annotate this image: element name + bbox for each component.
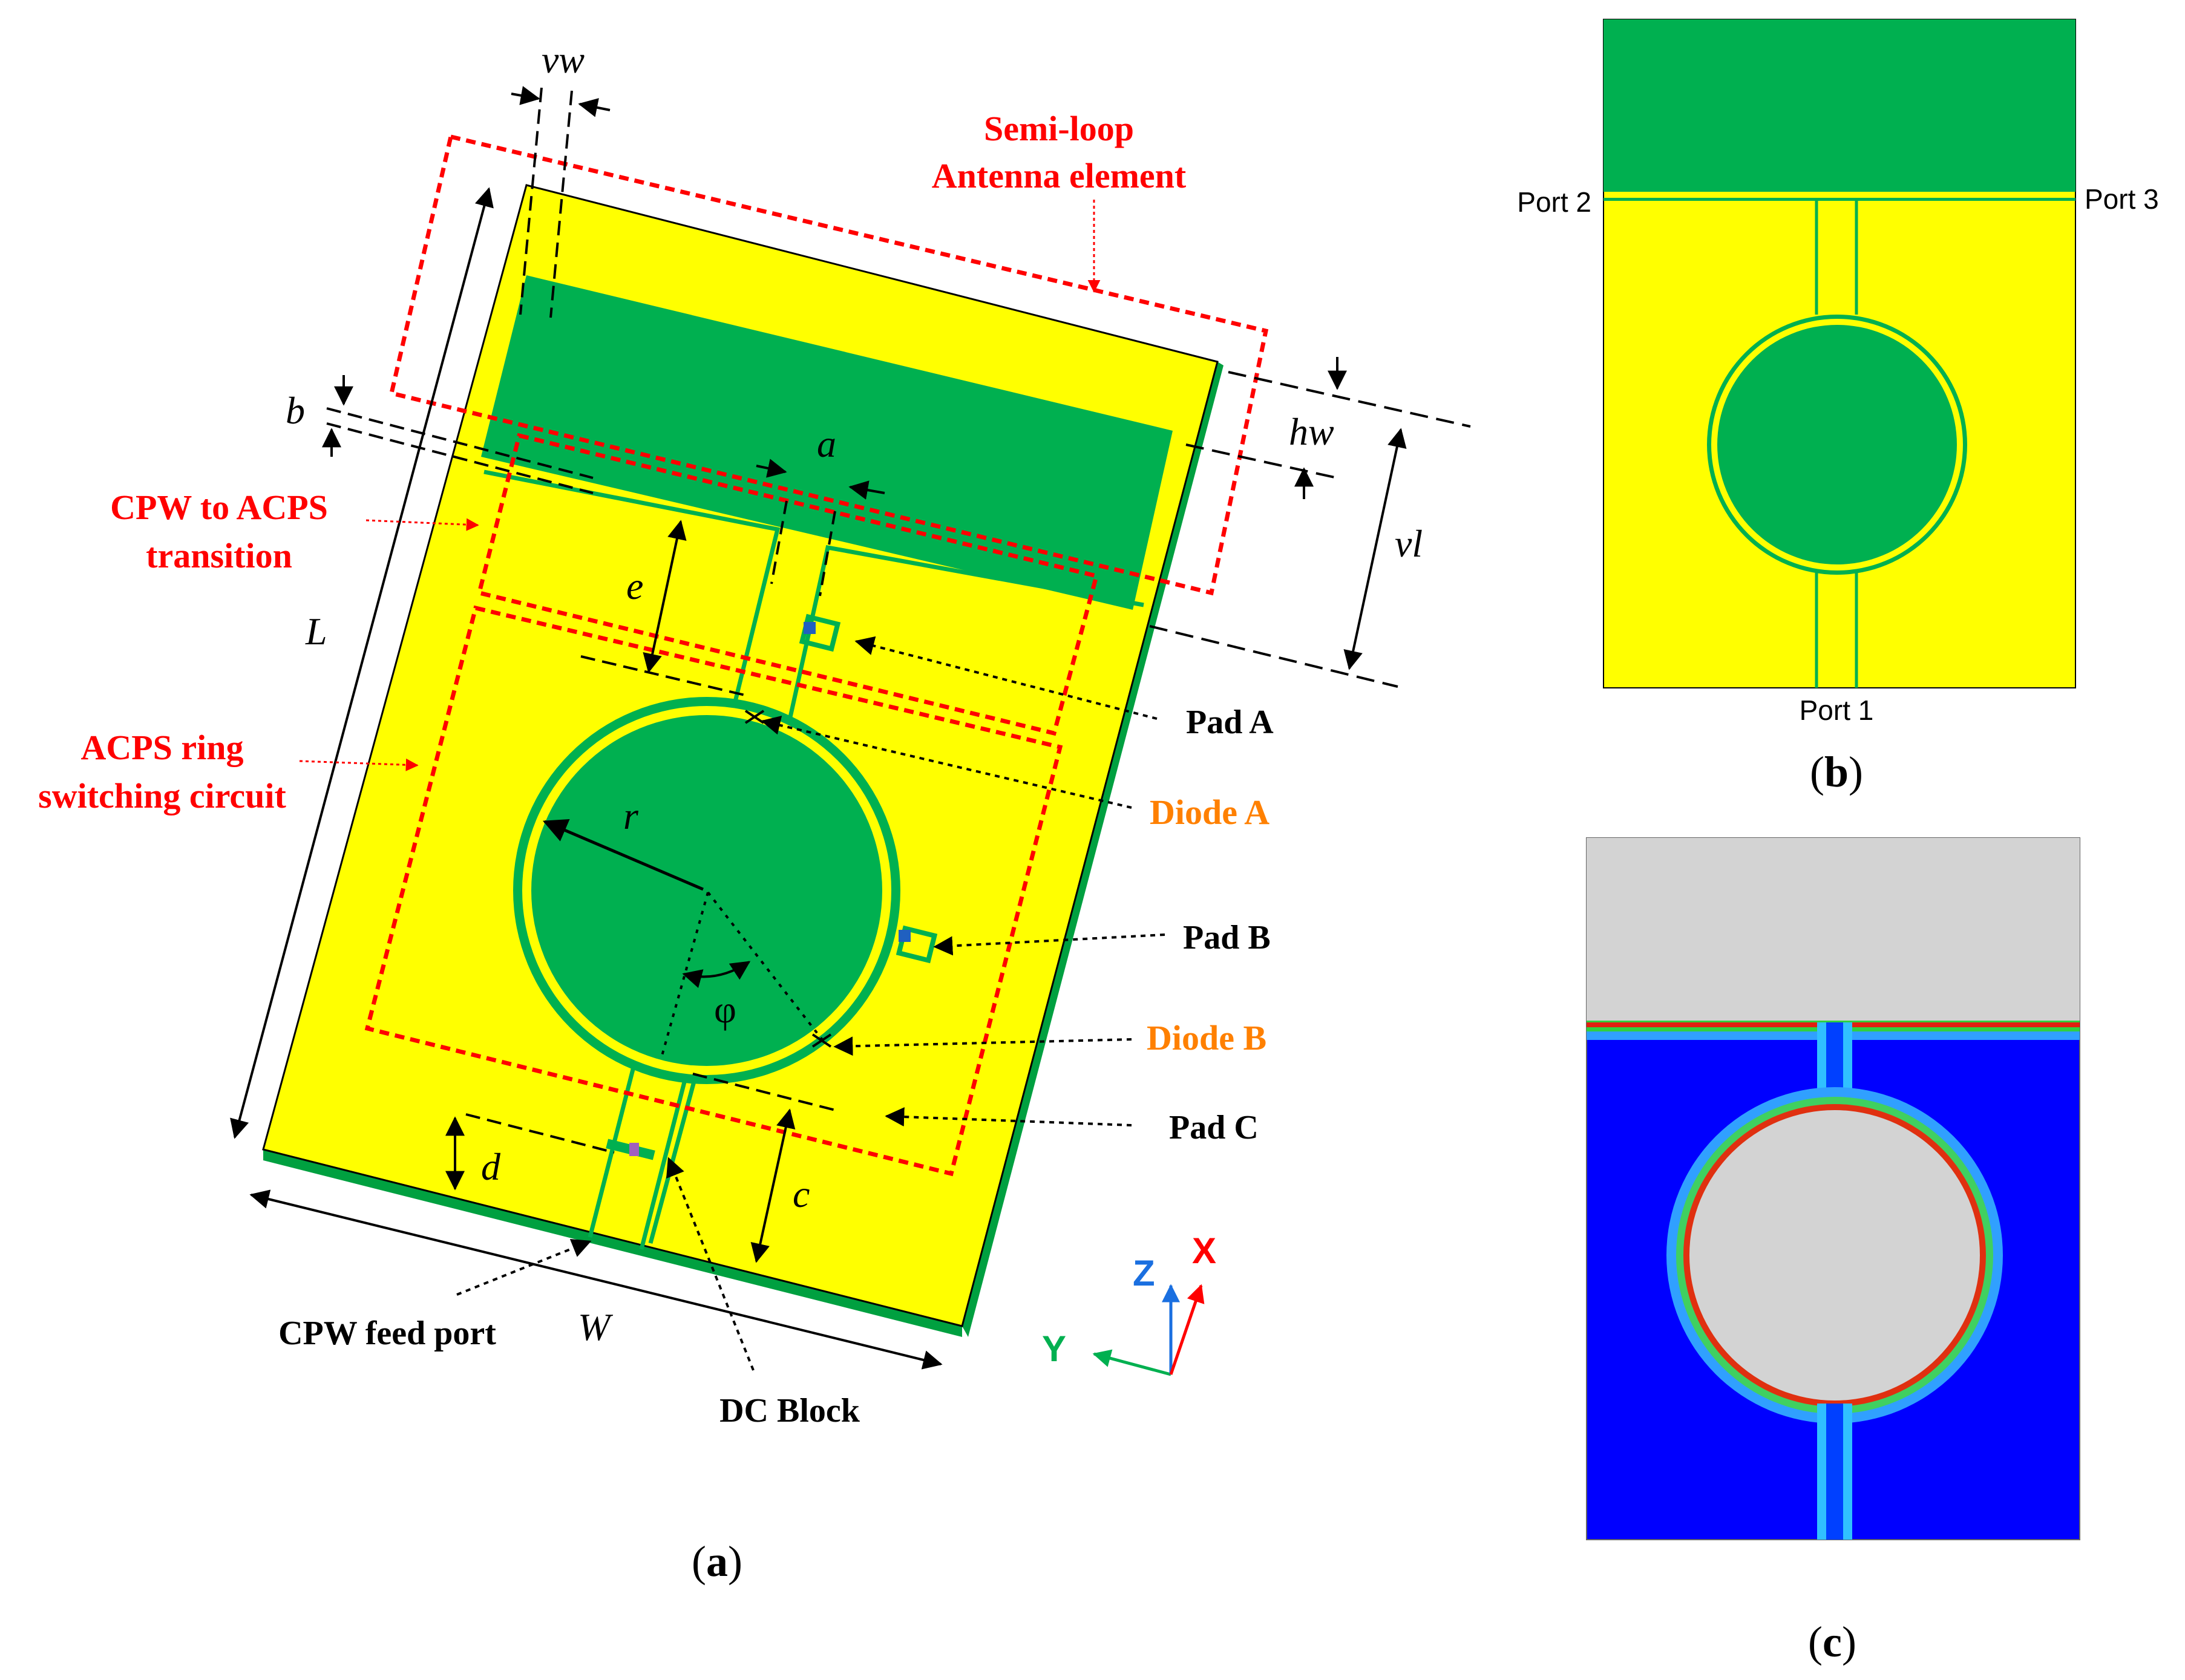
semi-loop-label-1: Semi-loop	[984, 109, 1134, 148]
b-label: b	[286, 389, 305, 432]
acps-ring-label-2: switching circuit	[38, 776, 286, 815]
diode-a-marker	[744, 710, 765, 724]
e-label: e	[626, 564, 643, 607]
L-label: L	[305, 610, 327, 653]
dim-r-phi: r φ	[542, 794, 824, 1061]
dim-a: a	[756, 422, 885, 596]
W-label: W	[578, 1306, 614, 1348]
callouts: Pad A Diode A Pad B Diode B Pad C CPW fe…	[278, 636, 1274, 1430]
caption-b-letter: b	[1824, 748, 1849, 796]
caption-c-letter: c	[1823, 1618, 1842, 1666]
diode-a-label: Diode A	[1150, 793, 1269, 832]
caption-c: (c)	[1808, 1618, 1856, 1666]
r-label: r	[623, 794, 639, 837]
dim-e: e	[580, 520, 748, 697]
phi-label: φ	[714, 988, 736, 1031]
port1-label: Port 1	[1800, 695, 1874, 726]
caption-a-letter: a	[706, 1537, 728, 1586]
c-ring-inner	[1689, 1110, 1980, 1401]
panel-a: vw b a hw vl	[38, 38, 1471, 1586]
dc-block-label: DC Block	[719, 1392, 860, 1430]
cpw-acps-label-1: CPW to ACPS	[110, 488, 328, 527]
ring-patch	[531, 715, 882, 1066]
cpw-acps-label-2: transition	[146, 536, 292, 575]
region-labels: Semi-loop Antenna element CPW to ACPS tr…	[38, 109, 1187, 815]
cpw-feed-label: CPW feed port	[278, 1315, 496, 1352]
b-top-gap-line	[1604, 198, 2075, 201]
dc-block-cap	[629, 1143, 639, 1156]
pad-b-blue	[899, 930, 911, 942]
b-antenna	[1604, 19, 2075, 192]
c-label: c	[793, 1172, 810, 1215]
b-ring-patch	[1717, 325, 1957, 564]
vw-label: vw	[542, 38, 585, 81]
acps-ring-box	[364, 605, 1063, 1177]
hw-label: hw	[1289, 410, 1334, 453]
c-feed-bottom-core	[1826, 1404, 1843, 1540]
caption-a: (a)	[692, 1537, 742, 1586]
semi-loop-label-2: Antenna element	[932, 156, 1187, 195]
board-right-edge	[962, 362, 1224, 1337]
c-antenna-region	[1587, 838, 2080, 1021]
port3-label: Port 3	[2085, 183, 2159, 215]
coordinate-axes: Y Z X	[1042, 1231, 1216, 1376]
panel-b: Port 2 Port 3 Port 1 (b)	[1517, 19, 2159, 796]
caption-b: (b)	[1810, 748, 1863, 796]
dim-W: W	[249, 1189, 943, 1370]
dim-L: L	[230, 187, 494, 1139]
axis-x-label: X	[1192, 1231, 1216, 1271]
pad-a-label: Pad A	[1186, 704, 1274, 741]
antenna-element	[481, 275, 1173, 610]
pad-b-label: Pad B	[1183, 919, 1271, 956]
axis-y-label: Y	[1042, 1329, 1066, 1369]
dim-hw-vl: hw vl	[1149, 357, 1471, 688]
pad-c-label: Pad C	[1169, 1109, 1259, 1146]
panel-c: (c)	[1586, 837, 2080, 1666]
vl-label: vl	[1395, 522, 1423, 565]
dim-vw: vw	[511, 38, 611, 318]
axis-z-label: Z	[1133, 1253, 1155, 1293]
acps-ring-label-1: ACPS ring	[80, 728, 243, 767]
d-label: d	[481, 1145, 501, 1188]
port2-label: Port 2	[1517, 186, 1591, 218]
diode-b-label: Diode B	[1147, 1018, 1266, 1057]
a-label: a	[817, 422, 836, 465]
dim-d: d	[445, 1073, 836, 1191]
pad-a-blue	[804, 622, 816, 634]
